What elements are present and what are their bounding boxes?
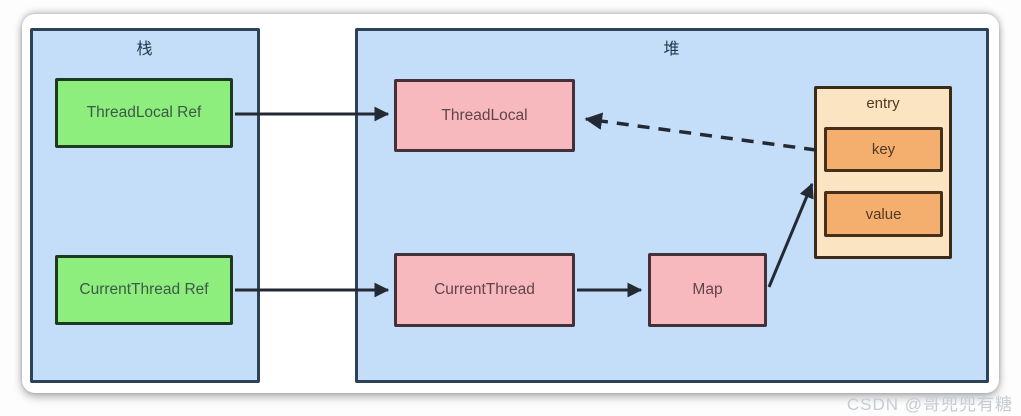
node-currentthread-ref: CurrentThread Ref — [55, 255, 233, 325]
node-currentthread: CurrentThread — [394, 253, 575, 327]
heap-region-label: 堆 — [663, 41, 681, 58]
entry-field-key: key — [824, 127, 943, 172]
node-currentthread-label: CurrentThread — [434, 281, 535, 298]
node-map-label: Map — [692, 281, 723, 298]
entry-field-value: value — [824, 191, 943, 237]
node-threadlocal-ref-label: ThreadLocal Ref — [86, 104, 202, 121]
node-threadlocal: ThreadLocal — [394, 79, 575, 152]
node-map: Map — [648, 253, 767, 327]
node-currentthread-ref-label: CurrentThread Ref — [79, 281, 209, 298]
node-threadlocal-label: ThreadLocal — [441, 106, 528, 124]
stack-region-label: 栈 — [136, 41, 154, 58]
entry-field-key-label: key — [871, 141, 896, 158]
entry-box-label: entry — [866, 95, 900, 112]
entry-box: entry key value — [814, 86, 952, 259]
watermark: CSDN @哥兜兜有糖 — [846, 395, 1013, 414]
entry-field-value-label: value — [865, 205, 902, 223]
node-threadlocal-ref: ThreadLocal Ref — [55, 78, 233, 148]
